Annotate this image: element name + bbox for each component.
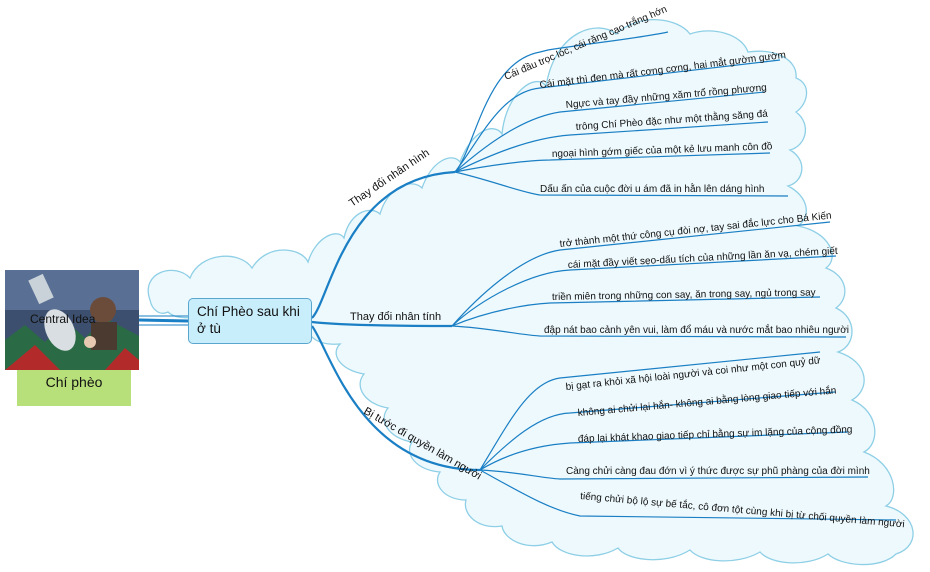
- leaf-line-3-2: [479, 391, 836, 471]
- branch-line-1: [311, 170, 456, 319]
- central-topic[interactable]: Chí Phèo sau khi ở tù: [188, 298, 312, 344]
- leaf-line-1-3: [454, 91, 766, 173]
- cloud-background: [147, 19, 914, 566]
- leaf-text-2-4: đập nát bao cảnh yên vui, làm đổ máu và …: [544, 323, 849, 336]
- leaf-text-2-3: triền miên trong những con say, ăn trong…: [552, 286, 816, 303]
- leaf-line-3-3: [479, 431, 849, 471]
- central-image: [5, 270, 139, 370]
- leaf-line-2-4: [451, 325, 847, 338]
- leaf-line-1-1: [454, 31, 669, 173]
- leaf-line-1-4: [454, 121, 769, 173]
- leaf-line-1-2: [454, 59, 781, 173]
- leaf-line-1-6: [454, 171, 789, 197]
- leaf-line-3-1: [479, 351, 821, 471]
- branch-line-3: [311, 325, 481, 472]
- leaf-line-3-5: [479, 469, 897, 521]
- leaf-line-3-4: [479, 469, 869, 480]
- branch-line-2: [311, 320, 453, 328]
- leaf-line-2-2: [451, 255, 837, 327]
- leaf-line-1-5: [454, 152, 771, 173]
- leaf-text-1-6: Dấu ấn của cuộc đời u ám đã in hằn lên d…: [540, 182, 765, 195]
- central-image-art: [5, 270, 139, 370]
- leaf-line-2-3: [451, 296, 821, 327]
- central-image-caption: Chí phèo: [17, 370, 131, 406]
- leaf-line-2-1: [451, 221, 831, 327]
- central-image-label: Central Idea: [30, 312, 96, 326]
- branch-label-2: Thay đổi nhân tính: [350, 311, 441, 323]
- photo-connector-edge: [139, 315, 188, 326]
- leaf-text-3-4: Càng chửi càng đau đớn vì ý thức được sự…: [566, 465, 870, 477]
- photo-connector: [138, 318, 189, 323]
